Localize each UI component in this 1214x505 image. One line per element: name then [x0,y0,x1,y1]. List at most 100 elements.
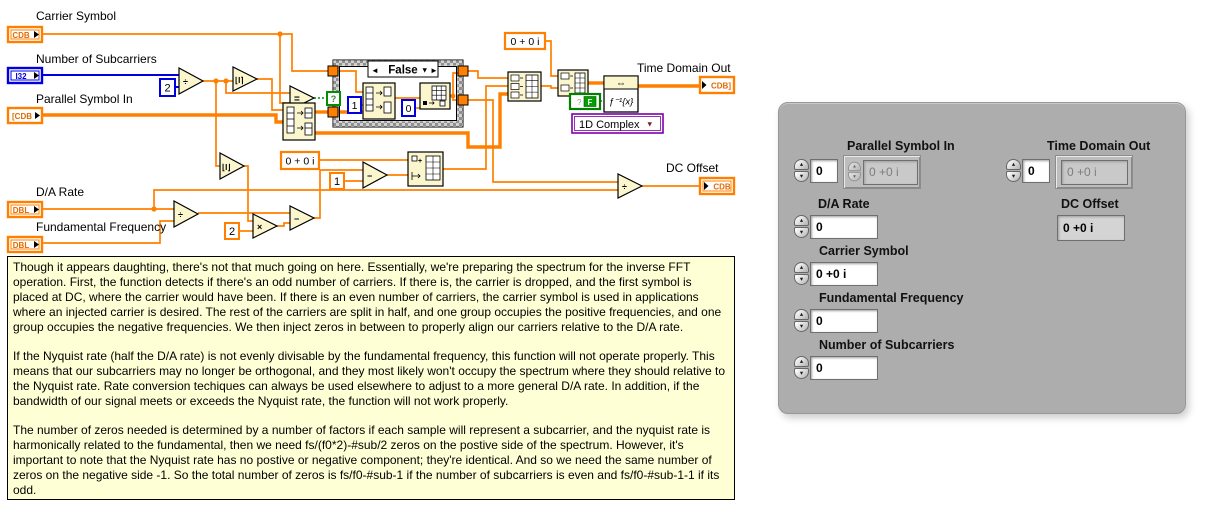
tunnel[interactable] [457,65,469,77]
constant-complex-zero-top[interactable]: 0 + 0 i [503,31,547,51]
index-array-node[interactable] [419,82,451,110]
spinner-up-icon[interactable]: ▴ [848,161,861,172]
case-tunnels [327,65,469,118]
round-to-nearest-node[interactable] [232,66,259,92]
parallel-symbol-in-terminal[interactable]: [CDB [6,106,44,125]
spinner-up-icon[interactable]: ▴ [794,159,809,170]
split-array-node[interactable] [282,102,316,141]
constant-value: 0 [406,103,412,115]
round-nearest-icon: ⌊I⌉ [235,76,243,85]
case-prev-icon[interactable]: ◄ [371,66,379,75]
time-domain-out-terminal[interactable]: CDB] [698,75,736,95]
spinner-down-icon[interactable]: ▾ [848,171,861,182]
da-rate-terminal[interactable]: DBL [6,200,44,219]
spinner-down-icon[interactable]: ▾ [794,227,809,238]
dc-offset-terminal[interactable]: CDB [698,176,736,196]
build-array-node-2[interactable] [557,69,589,97]
constant-complex-zero-mid[interactable]: 0 + 0 i [279,150,321,171]
parallel-symbol-in-label: Parallel Symbol In [36,92,133,106]
case-next-icon[interactable]: ► [430,66,438,75]
wire-fundamental [42,220,174,244]
divide-node-dc[interactable] [617,173,644,199]
terminal-arrow-icon [34,31,39,38]
wire-round-to-split [257,78,283,111]
constant-one-dbl[interactable]: 1 [329,172,345,190]
fundamental-frequency-terminal[interactable]: DBL [6,235,44,254]
terminal-type: CDB [713,182,731,191]
number-of-subcarriers-spinner[interactable]: ▴ ▾ [794,356,809,379]
wire-mult-to-sub [277,222,290,227]
dc-offset-value: 0 +0 i [1057,215,1125,241]
time-domain-out-index-spinner[interactable]: ▴ ▾ [1006,159,1021,182]
wire-to-round-floor [215,81,220,167]
fft-type-dropdown[interactable]: 1D Complex ▼ [571,113,664,134]
time-domain-out-value: 0 +0 i [1061,160,1128,185]
subtract-icon: − [367,171,372,181]
wire-tunnel2-to-dc [468,99,618,183]
carrier-symbol-value[interactable]: 0 +0 i [810,262,878,286]
constant-one-i32[interactable]: 1 [347,96,362,114]
build-array-node-3[interactable] [507,71,542,102]
parallel-symbol-in-index[interactable]: 0 [810,159,838,183]
carrier-symbol-terminal[interactable]: CDB [6,25,44,44]
wire-parallel-array [42,113,283,124]
spinner-up-icon[interactable]: ▴ [1006,159,1021,170]
subtract-node[interactable] [289,205,316,231]
tunnel[interactable] [327,106,339,118]
round-floor-node[interactable] [219,151,246,181]
parallel-symbol-in-element-frame: ▴ ▾ 0 +0 i [843,155,921,189]
multiply-node[interactable] [252,213,279,239]
false-icon: F [588,98,593,107]
spinner-up-icon[interactable]: ▴ [794,215,809,226]
constant-two-i32[interactable]: 2 [159,78,176,97]
tunnel[interactable] [327,65,339,77]
free-label-comment: Though it appears daughting, there's not… [7,256,735,500]
da-rate-value[interactable]: 0 [810,215,878,239]
spinner-down-icon[interactable]: ▾ [1006,171,1021,182]
inverse-fft-formula: ƒ⁻¹{x} [609,97,634,108]
spinner-up-icon[interactable]: ▴ [794,262,809,273]
dropdown-arrow-icon[interactable]: ▼ [646,120,653,129]
split-array-node-case[interactable] [362,82,396,120]
case-dropdown-icon[interactable]: ▼ [421,66,428,75]
constant-two-dbl[interactable]: 2 [224,222,240,240]
da-rate-spinner[interactable]: ▴ ▾ [794,215,809,238]
spinner-up-icon[interactable]: ▴ [794,356,809,367]
question-icon: ? [577,98,582,107]
terminal-type: I32 [15,72,27,81]
time-domain-out-index[interactable]: 0 [1022,159,1050,183]
divide-node[interactable] [178,66,205,96]
number-of-subcarriers-label: Number of Subcarriers [36,52,157,66]
tunnel[interactable] [457,94,469,106]
terminal-type: CDB] [711,81,731,90]
spinner-down-icon[interactable]: ▾ [794,321,809,332]
fundamental-frequency-spinner[interactable]: ▴ ▾ [794,309,809,332]
terminal-type: DBL [13,206,30,215]
fundamental-frequency-value[interactable]: 0 [810,309,878,333]
parallel-symbol-in-index-spinner[interactable]: ▴ ▾ [794,159,809,182]
spinner-down-icon[interactable]: ▾ [794,368,809,379]
carrier-symbol-label: Carrier Symbol [36,9,116,23]
carrier-symbol-spinner[interactable]: ▴ ▾ [794,262,809,285]
inverse-fft-node[interactable]: ⇔ ƒ⁻¹{x} [603,75,639,113]
wire-junctions [151,31,456,212]
subtract-node-2[interactable] [362,160,389,190]
initialize-array-node[interactable]: + [407,151,444,187]
parallel-symbol-in-panel-label: Parallel Symbol In [847,139,955,153]
case-selector-terminal[interactable]: ? [326,91,341,106]
divide-icon: ÷ [183,77,188,87]
parallel-symbol-in-value[interactable]: 0 +0 i [863,160,918,185]
spinner-down-icon[interactable]: ▾ [794,274,809,285]
case-selector-label[interactable]: False [388,65,417,77]
case-selector[interactable]: ◄ False ▼ ► [367,60,439,78]
constant-zero-i32[interactable]: 0 [401,99,416,117]
spinner-down-icon[interactable]: ▾ [794,171,809,182]
spinner-up-icon[interactable]: ▴ [794,309,809,320]
element-spinner[interactable]: ▴ ▾ [848,161,861,182]
wire-czero-top [545,40,558,77]
number-of-subcarriers-value[interactable]: 0 [810,356,878,380]
number-of-subcarriers-terminal[interactable]: I32 [6,66,44,85]
boolean-false-constant[interactable]: ? F [568,92,602,111]
divide-node-2[interactable] [173,199,200,229]
